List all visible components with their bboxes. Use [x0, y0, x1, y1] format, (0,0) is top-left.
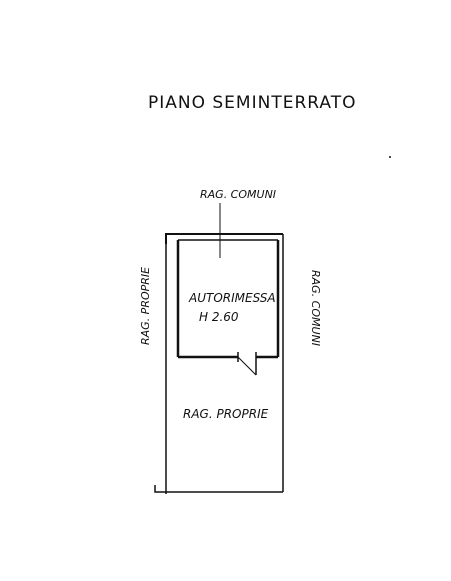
- label-top-adjacent: RAG. COMUNI: [200, 188, 276, 201]
- label-lower-area: RAG. PROPRIE: [183, 407, 269, 421]
- label-right-adjacent: RAG. COMUNI: [309, 270, 322, 346]
- label-left-adjacent: RAG. PROPRIE: [139, 267, 152, 345]
- lower-area: [154, 485, 283, 493]
- plan-title: PIANO SEMINTERRATO: [148, 93, 356, 113]
- room-name: AUTORIMESSA: [188, 291, 276, 305]
- garage-room: [165, 233, 284, 494]
- room-height: H 2.60: [199, 310, 239, 324]
- stray-mark: [389, 156, 391, 158]
